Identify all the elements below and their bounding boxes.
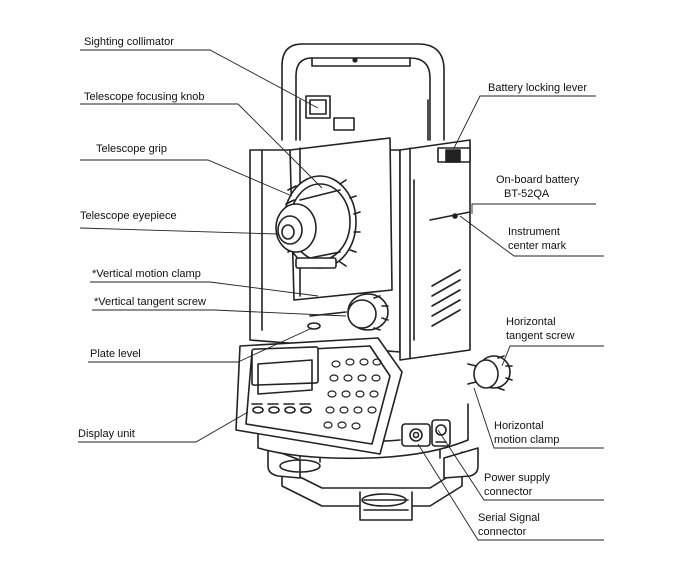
label-battery-locking-lever: Battery locking lever [488, 82, 588, 94]
label-vertical-tangent-screw: *Vertical tangent screw [94, 296, 206, 308]
label-power-supply-connector-line2: connector [484, 486, 533, 498]
telescope [275, 137, 393, 301]
label-horizontal-tangent-screw-line2: tangent screw [506, 330, 575, 342]
label-telescope-focusing-knob: Telescope focusing knob [84, 91, 205, 103]
label-instrument-center-mark: Instrument [508, 226, 560, 238]
label-onboard-battery-model: BT-52QA [504, 188, 550, 200]
leader-lines [78, 49, 604, 541]
label-vertical-motion-clamp: *Vertical motion clamp [92, 268, 201, 280]
label-instrument-center-mark-line2: center mark [508, 240, 567, 252]
display-unit-drawing [235, 322, 403, 455]
carrying-handle [281, 43, 445, 141]
vertical-tangent-screw [309, 293, 389, 331]
label-telescope-eyepiece: Telescope eyepiece [80, 210, 177, 222]
label-power-supply-connector: Power supply [484, 472, 551, 484]
label-display-unit: Display unit [78, 428, 135, 440]
horizontal-tangent-screw-drawing [467, 355, 513, 391]
label-horizontal-motion-clamp: Horizontal [494, 420, 544, 432]
label-telescope-grip: Telescope grip [96, 143, 167, 155]
label-onboard-battery: On-board battery [496, 174, 580, 186]
label-horizontal-motion-clamp-line2: motion clamp [494, 434, 560, 446]
label-plate-level: Plate level [90, 348, 141, 360]
label-horizontal-tangent-screw: Horizontal [506, 316, 556, 328]
label-sighting-collimator: Sighting collimator [84, 36, 174, 48]
label-serial-signal-connector: Serial Signal [478, 512, 540, 524]
label-serial-signal-connector-line2: connector [478, 526, 527, 538]
